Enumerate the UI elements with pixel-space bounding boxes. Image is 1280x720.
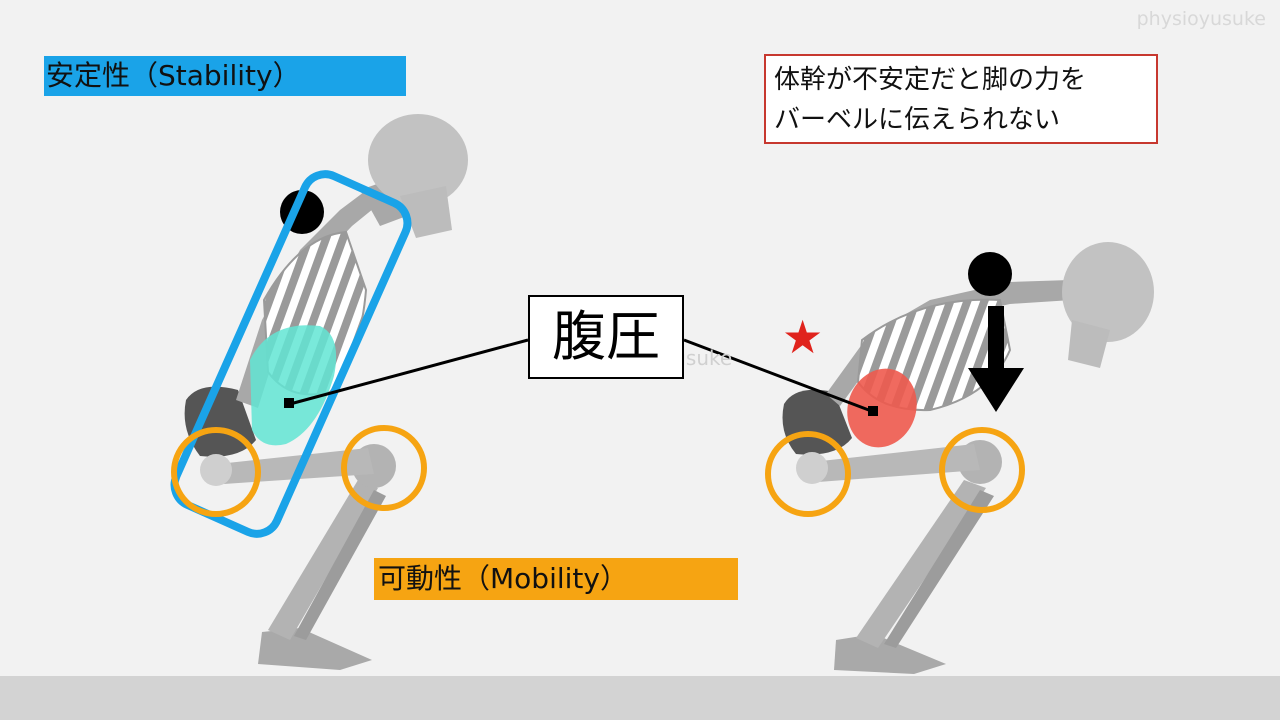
left-jaw bbox=[400, 186, 452, 238]
star-icon: ★ bbox=[782, 310, 824, 364]
right-femur bbox=[812, 444, 980, 482]
left-tibia bbox=[268, 480, 378, 640]
right-abdominal-area bbox=[847, 368, 917, 448]
stability-frame bbox=[170, 170, 412, 538]
connector-left bbox=[289, 338, 529, 406]
watermark-top-right: physioyusuke bbox=[1136, 8, 1266, 30]
left-hip-mobility-ring bbox=[171, 427, 261, 517]
left-foot bbox=[258, 628, 372, 670]
right-hip-mobility-ring bbox=[765, 431, 851, 517]
note-line-2: バーベルに伝えられない bbox=[774, 105, 1061, 135]
abdominal-pressure-label: 腹圧 bbox=[528, 295, 684, 379]
right-skeleton bbox=[765, 242, 1154, 674]
right-foot bbox=[834, 634, 946, 674]
right-skull bbox=[1062, 242, 1154, 342]
left-skeleton bbox=[170, 114, 468, 670]
floor bbox=[0, 676, 1280, 720]
connector-right bbox=[683, 338, 875, 414]
right-jaw bbox=[1068, 320, 1110, 368]
stability-label: 安定性（Stability） bbox=[44, 56, 406, 96]
left-knee-mobility-ring bbox=[341, 425, 427, 511]
left-abdominal-area bbox=[250, 325, 337, 446]
instability-note: 体幹が不安定だと脚の力を バーベルに伝えられない bbox=[764, 54, 1158, 144]
arrow-down-icon bbox=[968, 306, 1024, 412]
right-pelvis bbox=[782, 389, 852, 455]
left-skull bbox=[368, 114, 468, 206]
mobility-label: 可動性（Mobility） bbox=[374, 558, 738, 600]
right-tibia bbox=[856, 480, 986, 648]
right-knee-mobility-ring bbox=[939, 427, 1025, 513]
right-barbell bbox=[968, 252, 1012, 296]
note-line-1: 体幹が不安定だと脚の力を bbox=[774, 65, 1087, 95]
abdominal-pressure-connectors bbox=[284, 338, 878, 416]
